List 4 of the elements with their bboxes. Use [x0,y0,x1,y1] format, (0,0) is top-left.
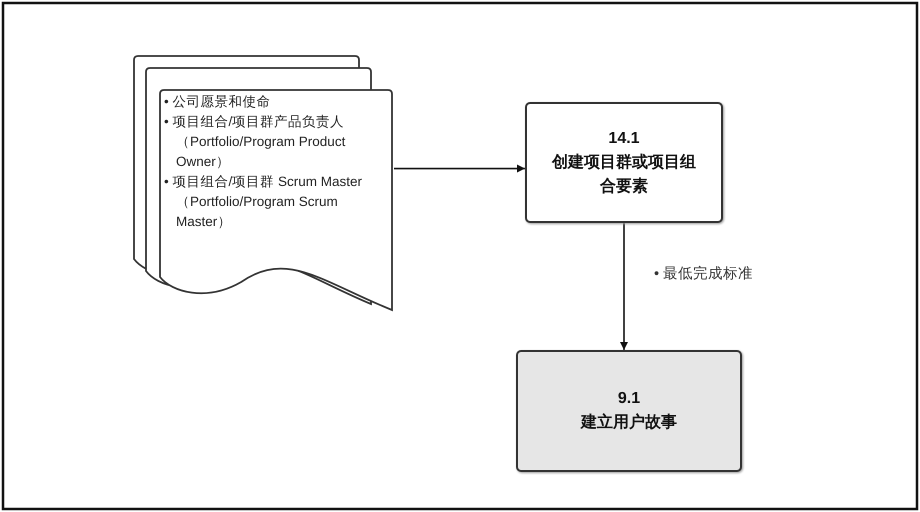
process-box: 9.1 建立用户故事 [516,350,742,472]
arrow [394,164,525,173]
process-box: 14.1 创建项目群或项目组合要素 [525,102,723,223]
arrow [620,223,628,350]
